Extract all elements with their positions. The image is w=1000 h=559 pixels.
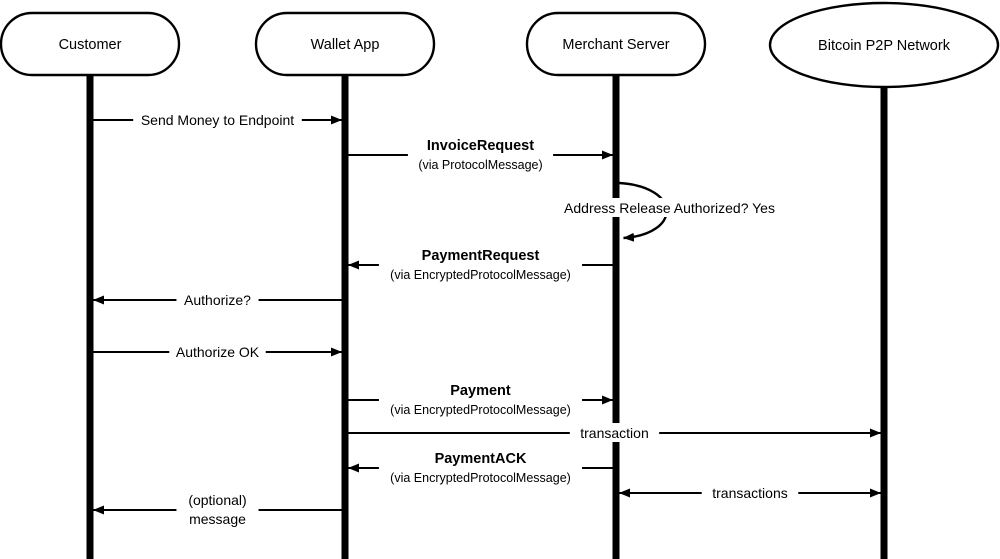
label-backdrop <box>569 423 660 442</box>
message-send-money[interactable]: Send Money to Endpoint <box>93 110 342 129</box>
message-payment-ack[interactable]: PaymentACK (via EncryptedProtocolMessage) <box>348 448 613 487</box>
message-label-transactions: transactions <box>712 485 787 501</box>
label-backdrop <box>553 198 786 217</box>
message-authorize-query[interactable]: Authorize? <box>93 290 342 309</box>
actor-box-merchant <box>525 11 707 77</box>
actor-merchant[interactable]: Merchant Server <box>525 11 707 77</box>
message-payment-request[interactable]: PaymentRequest (via EncryptedProtocolMess… <box>348 245 613 284</box>
lifelines-group <box>86 73 888 559</box>
message-label-payment-request: PaymentRequest <box>422 248 540 264</box>
message-label-payment-ack: PaymentACK <box>435 451 527 467</box>
label-backdrop <box>378 380 583 419</box>
actor-network[interactable]: Bitcoin P2P Network <box>768 1 1000 89</box>
actors-group: Customer Wallet App Merchant Server Bitcoin… <box>0 1 1000 89</box>
actor-ellipse-network <box>768 1 1000 89</box>
message-label-authorize-ok: Authorize OK <box>176 344 260 360</box>
message-sublabel-invoice-request: (via ProtocolMessage) <box>418 158 542 172</box>
message-transaction[interactable]: transaction <box>348 423 881 442</box>
message-address-release[interactable]: Address Release Authorized? Yes <box>553 181 786 242</box>
actor-label-customer: Customer <box>59 37 122 53</box>
message-invoice-request[interactable]: InvoiceRequest (via ProtocolMessage) <box>348 135 613 174</box>
message-label-authorize-query: Authorize? <box>184 292 251 308</box>
message-payment[interactable]: Payment (via EncryptedProtocolMessage) <box>348 380 613 419</box>
message-optional-message[interactable]: (optional) message <box>93 490 342 529</box>
label-backdrop <box>378 448 583 487</box>
label-backdrop <box>176 490 259 529</box>
message-sublabel-payment-request: (via EncryptedProtocolMessage) <box>390 268 571 282</box>
actor-label-wallet: Wallet App <box>311 37 380 53</box>
message-label-address-release: Address Release Authorized? Yes <box>564 200 775 216</box>
message-sublabel-payment-ack: (via EncryptedProtocolMessage) <box>390 471 571 485</box>
message-authorize-ok[interactable]: Authorize OK <box>93 342 342 361</box>
message-label-transaction: transaction <box>580 425 648 441</box>
actor-label-network: Bitcoin P2P Network <box>818 38 951 54</box>
actor-box-wallet <box>254 11 436 77</box>
label-backdrop <box>176 290 259 309</box>
message-transactions[interactable]: transactions <box>619 483 881 502</box>
message-sublabel-payment: (via EncryptedProtocolMessage) <box>390 403 571 417</box>
label-backdrop <box>169 342 266 361</box>
label-backdrop <box>133 110 302 129</box>
message-sublabel-optional-message: message <box>189 511 246 527</box>
actor-wallet[interactable]: Wallet App <box>254 11 436 77</box>
message-label-invoice-request: InvoiceRequest <box>427 138 534 154</box>
message-label-payment: Payment <box>450 383 511 399</box>
actor-customer[interactable]: Customer <box>0 11 181 77</box>
actor-box-customer <box>0 11 181 77</box>
label-backdrop <box>701 483 799 502</box>
label-backdrop <box>378 245 583 284</box>
message-label-optional-message: (optional) <box>188 492 246 508</box>
actor-label-merchant: Merchant Server <box>562 37 669 53</box>
label-backdrop <box>407 135 554 174</box>
message-label-send-money: Send Money to Endpoint <box>141 112 294 128</box>
